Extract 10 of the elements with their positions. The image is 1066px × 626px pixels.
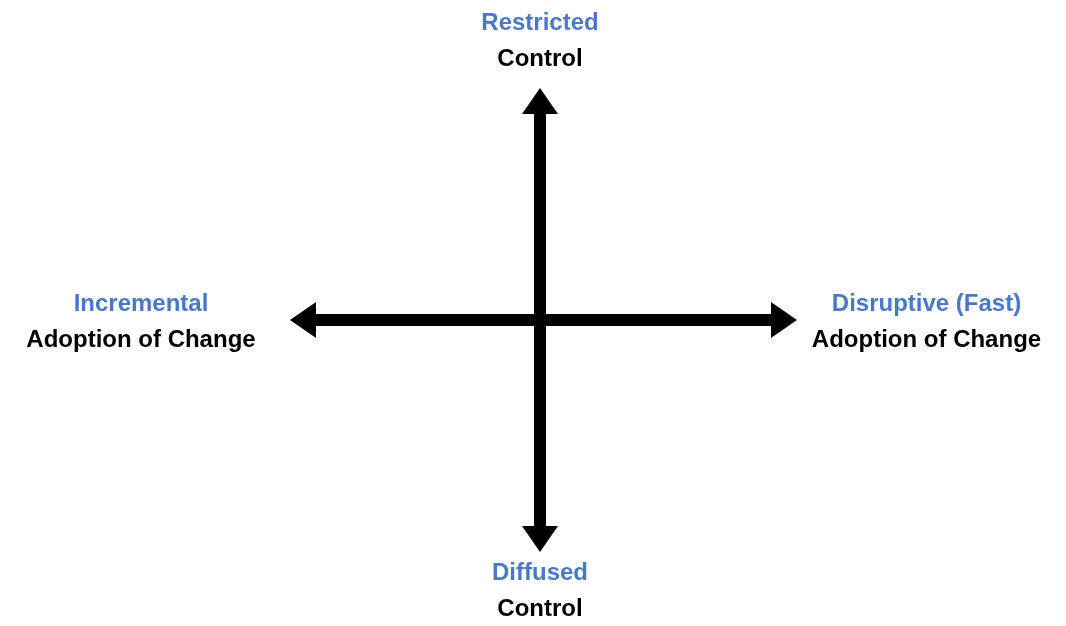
pole-heading: Incremental (73, 288, 209, 318)
pole-caption: Adoption of Change (811, 324, 1042, 354)
pole-caption: Adoption of Change (26, 324, 256, 354)
pole-caption: Control (497, 593, 583, 623)
pole-heading: Diffused (492, 557, 588, 587)
double-arrow (522, 88, 558, 552)
pole-heading: Disruptive (Fast) (831, 288, 1022, 318)
pole-caption: Control (497, 43, 583, 73)
double-arrow (290, 302, 797, 338)
pole-heading: Restricted (481, 7, 599, 37)
